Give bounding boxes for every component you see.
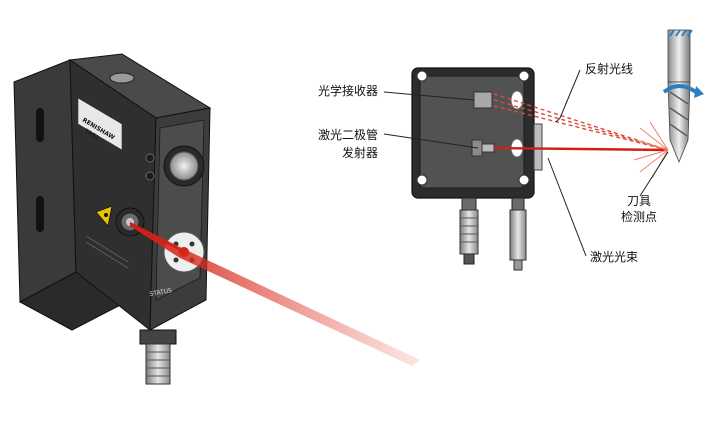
label-laser-diode-line2: 发射器 [341, 146, 378, 160]
sensor-schematic [383, 29, 704, 271]
screw [518, 174, 530, 186]
screw [416, 70, 428, 82]
schematic-panel [419, 75, 525, 189]
status-text: STATUS [149, 287, 173, 298]
bracket-slot [36, 108, 44, 142]
label-detection-point-line1: 刀具 [626, 194, 651, 208]
leader-detection-point [639, 151, 669, 197]
fine-print [85, 241, 129, 269]
leader-laser-diode [383, 133, 479, 149]
receiver-lens [163, 145, 205, 187]
label-laser-beam: 激光光束 [590, 250, 639, 264]
side-tab [533, 123, 543, 171]
indicator-led [145, 153, 155, 163]
reflected-light-rays [493, 93, 669, 151]
label-optical-receiver: 光学接收器 [317, 84, 378, 98]
indicator-led [145, 171, 155, 181]
schematic-connector-left [459, 197, 479, 265]
rotation-arrow-icon [662, 29, 704, 98]
sensor-3d-view: RENISHAW TRS2 [13, 53, 420, 385]
fine-print [85, 235, 129, 263]
schematic-connector-right [509, 197, 527, 271]
laser-beam-3d [130, 222, 420, 366]
receiver-window [510, 90, 524, 110]
screw [416, 174, 428, 186]
top-connector [109, 72, 135, 84]
emitter-nozzle [481, 143, 495, 153]
laser-beam [493, 146, 669, 152]
label-reflected-light: 反射光线 [585, 62, 634, 76]
leader-reflected-light [559, 69, 581, 119]
laser-warning-icon [95, 205, 113, 227]
cable-connector [139, 329, 177, 385]
receiver-element [473, 91, 493, 109]
brand-label [77, 97, 123, 151]
label-laser-diode-line1: 激光二极管 [317, 128, 378, 142]
label-detection-point-line2: 检测点 [620, 210, 657, 224]
cutting-tool [667, 29, 691, 164]
leader-laser-beam [547, 157, 587, 257]
leader-optical-receiver [383, 91, 475, 101]
screw [518, 70, 530, 82]
mounting-bracket [13, 59, 77, 303]
laser-beam-core [129, 222, 185, 253]
bracket-slot [36, 196, 44, 232]
